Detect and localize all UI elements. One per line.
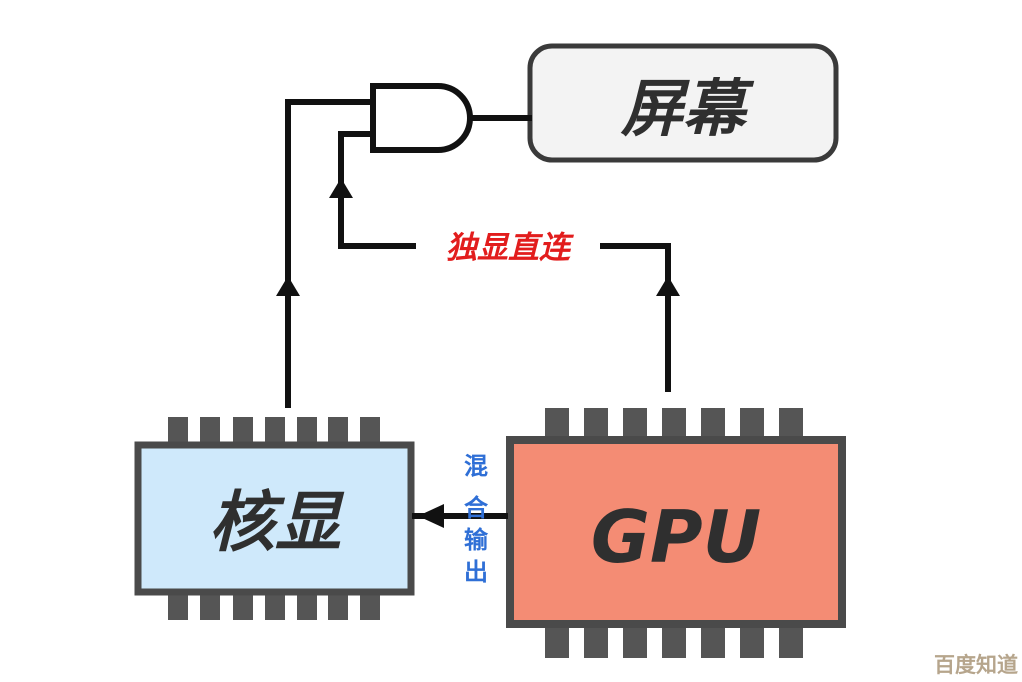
gpu-label: GPU xyxy=(591,495,761,579)
hybrid-label-2: 合 xyxy=(464,494,489,522)
gpu-direct-line: 独显直连 xyxy=(329,131,680,392)
igpu-to-gate-line xyxy=(276,99,373,408)
arrow-up-icon xyxy=(329,178,353,198)
arrow-up-icon xyxy=(656,276,680,296)
hybrid-output-line: 混 合 输 出 xyxy=(412,452,508,586)
arrow-up-icon xyxy=(276,276,300,296)
gpu-chip: GPU xyxy=(506,408,846,658)
watermark: 百度知道 xyxy=(934,653,1018,677)
screen-label: 屏幕 xyxy=(620,72,755,145)
screen-node: 屏幕 xyxy=(527,43,839,163)
hybrid-label-1: 混 xyxy=(464,452,488,480)
arrow-left-icon xyxy=(418,504,444,528)
and-gate-icon xyxy=(370,83,532,153)
hybrid-label-4: 出 xyxy=(464,558,488,586)
direct-connect-label: 独显直连 xyxy=(446,230,574,266)
igpu-chip: 核显 xyxy=(134,417,415,620)
hybrid-label-3: 输 xyxy=(464,526,489,554)
igpu-label: 核显 xyxy=(209,484,345,561)
